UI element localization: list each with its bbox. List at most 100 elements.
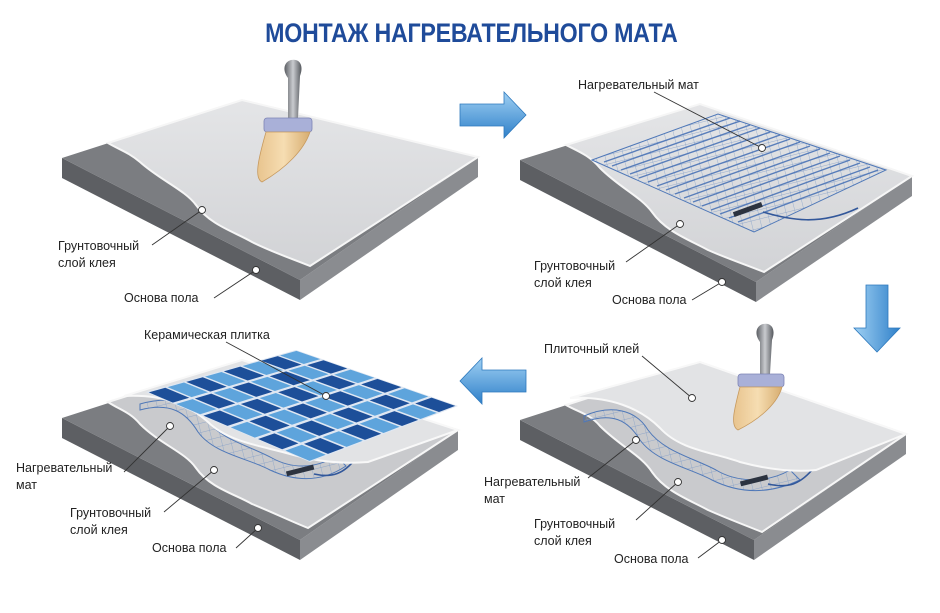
ceramic-tile — [186, 377, 227, 392]
callout-dot — [252, 266, 260, 274]
label-tile-glue: Плиточный клей — [544, 342, 639, 356]
ceramic-tile — [250, 376, 292, 392]
ceramic-tile — [350, 401, 392, 416]
ceramic-tile — [176, 399, 217, 415]
label-primer-line1: Грунтовочный — [70, 506, 151, 520]
ceramic-tile — [341, 424, 382, 440]
ceramic-tile — [313, 414, 355, 430]
ceramic-tile — [278, 387, 319, 402]
callout-dot — [210, 466, 218, 474]
label-primer-line2: слой клея — [70, 523, 128, 537]
ceramic-tile — [286, 403, 327, 419]
slab-front-face — [62, 158, 300, 300]
callout-dot — [166, 422, 174, 430]
ceramic-tile — [249, 415, 290, 432]
ceramic-tile — [359, 417, 400, 433]
ceramic-tile — [415, 397, 456, 413]
callout-dot — [676, 220, 684, 228]
callout-dot — [254, 524, 262, 532]
leader-line — [625, 223, 681, 263]
label-heating-mat-line2: мат — [484, 492, 505, 506]
label-primer-line1: Грунтовочный — [534, 517, 615, 531]
ceramic-tile — [261, 356, 302, 370]
leader-line — [235, 527, 259, 549]
slab-right-face — [300, 430, 458, 560]
step-3-tile-glue: Плиточный клей Нагревательный мат Грунто… — [484, 323, 909, 566]
ceramic-tile — [285, 444, 326, 461]
ceramic-tile — [322, 431, 363, 447]
ceramic-tile — [305, 397, 346, 412]
label-primer-line2: слой клея — [534, 276, 592, 290]
callout-dot — [688, 394, 696, 402]
ceramic-tile — [242, 361, 283, 376]
leader-line — [587, 439, 637, 479]
ceramic-tile — [268, 409, 309, 425]
callout-dot — [632, 436, 640, 444]
ceramic-tile — [361, 378, 402, 393]
ceramic-tile — [276, 426, 318, 443]
ceramic-tile — [258, 433, 299, 450]
ceramic-tile — [369, 394, 410, 410]
label-heating-mat-line1: Нагревательный — [484, 475, 580, 489]
ceramic-tile — [323, 391, 365, 406]
arrow-down-icon — [853, 284, 901, 353]
ceramic-tile — [378, 411, 419, 426]
leader-line — [163, 469, 215, 513]
step-1-primer: Грунтовочный слой клея Основа пола — [58, 59, 481, 305]
slab-front-face — [62, 418, 300, 560]
label-floor-base: Основа пола — [152, 541, 226, 555]
ceramic-tile — [232, 382, 273, 397]
ceramic-tile — [194, 393, 236, 409]
arrow-left-icon — [459, 357, 527, 405]
ceramic-tile — [334, 369, 375, 384]
label-floor-base: Основа пола — [124, 291, 198, 305]
leader-line — [213, 269, 257, 299]
leader-line — [151, 209, 203, 246]
heating-mat — [590, 113, 888, 233]
label-primer-line1: Грунтовочный — [534, 259, 615, 273]
ceramic-tile — [296, 381, 338, 396]
ceramic-tile — [240, 398, 282, 414]
slab-right-face — [754, 434, 906, 560]
ceramic-tile — [303, 437, 345, 454]
callout-dot — [718, 278, 726, 286]
ceramic-tile — [259, 392, 300, 408]
callout-dot — [198, 206, 206, 214]
leader-line — [123, 425, 171, 473]
slab-front-face — [520, 420, 754, 560]
ceramic-tile — [205, 371, 246, 387]
ceramic-tile — [148, 387, 190, 403]
ceramic-tile — [213, 388, 254, 403]
label-ceramic-tile: Керамическая плитка — [144, 328, 270, 342]
label-heating-mat: Нагревательный мат — [578, 78, 699, 92]
label-primer-line2: слой клея — [58, 256, 116, 270]
leader-line — [691, 281, 723, 301]
ceramic-tile — [223, 366, 265, 381]
label-primer-line2: слой клея — [534, 534, 592, 548]
ceramic-tile — [295, 420, 336, 436]
label-floor-base: Основа пола — [612, 293, 686, 307]
ceramic-tile — [203, 410, 244, 426]
leader-line — [641, 355, 693, 399]
paint-brush-icon — [257, 59, 313, 183]
label-primer-line1: Грунтовочный — [58, 239, 139, 253]
callout-dot — [674, 478, 682, 486]
slab-right-face — [756, 176, 912, 302]
ceramic-tile — [167, 382, 208, 398]
callout-dot — [322, 392, 330, 400]
ceramic-tile — [342, 385, 383, 400]
step-4-ceramic-tile: Керамическая плитка Нагревательный мат Г… — [16, 328, 462, 560]
leader-line — [225, 341, 327, 397]
label-heating-mat-line2: мат — [16, 478, 37, 492]
ceramic-tile — [222, 404, 263, 420]
leader-line — [697, 539, 723, 559]
step-2-heating-mat: Нагревательный мат Грунтовочный слой кле… — [520, 78, 915, 307]
ceramic-tile — [388, 388, 429, 403]
callout-dot — [758, 144, 766, 152]
ceramic-tile — [307, 360, 348, 374]
ceramic-tiles — [146, 350, 458, 462]
leader-line — [635, 481, 679, 521]
label-heating-mat-line1: Нагревательный — [16, 461, 112, 475]
